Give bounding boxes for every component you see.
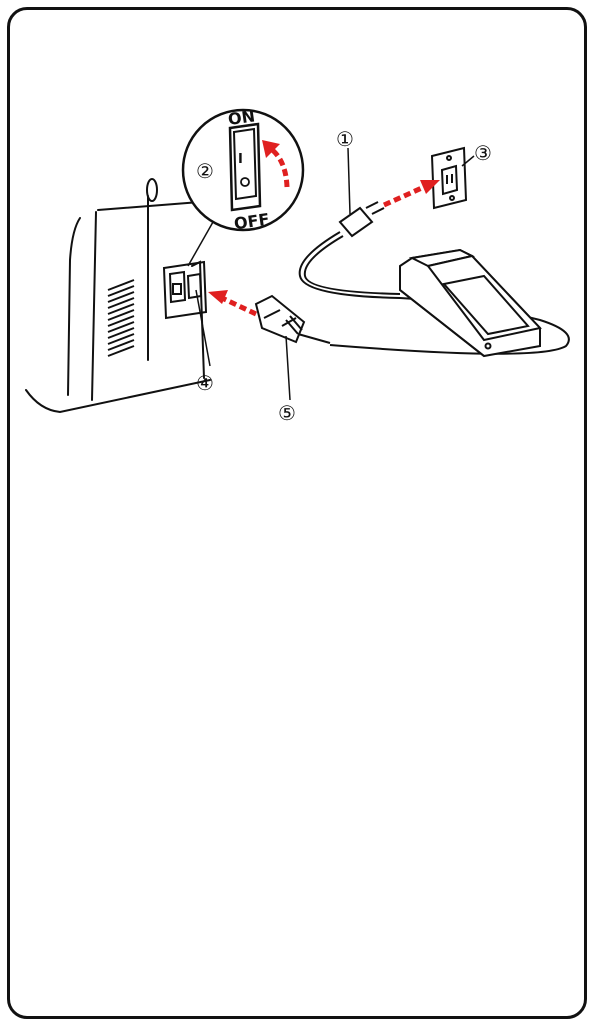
switch-direction-arrow (268, 146, 290, 188)
magnifier-leader-line (187, 221, 214, 267)
switch-on-label: ON (227, 106, 256, 129)
callout-4: ④ (196, 371, 214, 395)
connector-insert-arrow (208, 290, 258, 317)
sewing-machine-body (25, 178, 211, 414)
callout-leaders (195, 147, 475, 401)
callout-3: ③ (474, 141, 492, 165)
ventilation-grille (107, 279, 135, 357)
switch-off-label: OFF (233, 210, 271, 234)
foot-controller (399, 248, 542, 358)
callout-2: ② (196, 159, 214, 183)
machine-socket-panel (162, 260, 208, 320)
callout-5: ⑤ (278, 401, 296, 425)
page-frame (7, 7, 587, 1019)
plug-insert-arrow (382, 180, 440, 208)
power-switch-detail: I ON OFF (181, 106, 305, 234)
machine-connector-plug (254, 294, 306, 344)
power-plug (338, 201, 385, 238)
switch-on-mark: I (238, 152, 243, 167)
arrow-head-icon (262, 140, 280, 158)
switch-off-mark (240, 177, 250, 187)
callout-1: ① (336, 127, 354, 151)
wall-outlet (430, 146, 468, 210)
